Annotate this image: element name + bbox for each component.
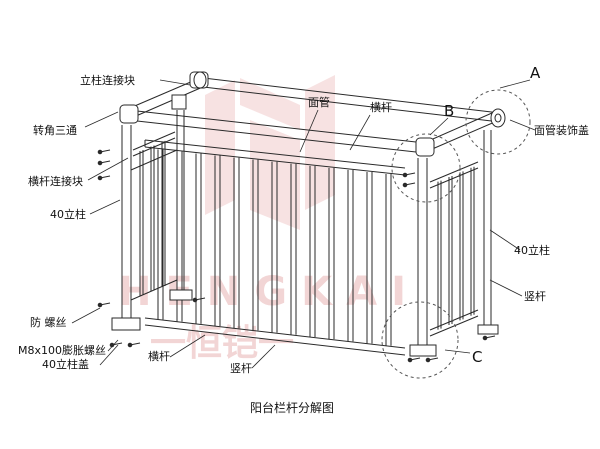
label-corner-tee: 转角三通 — [33, 123, 77, 137]
label-detail-c: C — [472, 348, 482, 366]
corner-tee-left — [119, 71, 209, 124]
watermark-logo — [205, 75, 335, 230]
front-vertical-bar — [195, 153, 202, 324]
detail-circles — [381, 89, 531, 379]
label-post-cap: 40立柱盖 — [42, 357, 89, 371]
left-side-vertical-bar — [161, 140, 166, 287]
detail-circle-a — [465, 89, 531, 155]
side-vertical-bar — [437, 180, 442, 330]
base-plate-right-back — [477, 324, 499, 335]
base-plate-left-front — [111, 317, 141, 331]
watermark-brand: HENGKAI — [118, 269, 420, 315]
front-top-crossbar — [144, 139, 406, 176]
labels: 立柱连接块 转角三通 横杆连接块 40立柱 防 螺丝 M8x100膨胀螺丝 40… — [18, 64, 589, 375]
front-vertical-bar — [271, 161, 278, 333]
right-posts — [417, 130, 492, 345]
screw — [402, 172, 416, 178]
screw — [97, 175, 111, 181]
leader-lines — [71, 79, 536, 369]
front-vertical-bar — [157, 149, 164, 320]
screw — [127, 342, 141, 348]
detail-circle-b — [391, 133, 461, 203]
front-vertical-bar — [252, 159, 259, 331]
front-vertical-bar — [347, 169, 354, 342]
label-anti-thread: 防 螺丝 — [30, 315, 67, 329]
front-vertical-bar — [309, 165, 316, 337]
post-connector — [171, 94, 187, 110]
detail-circle-c — [381, 301, 459, 379]
label-detail-a: A — [530, 64, 541, 82]
screw — [97, 149, 111, 155]
label-post-40-right: 40立柱 — [514, 243, 550, 257]
label-rail-connector: 横杆连接块 — [28, 174, 83, 188]
label-pipe-cap: 面管装饰盖 — [534, 123, 589, 137]
label-crossbar-top: 横杆 — [370, 100, 392, 114]
front-vertical-bar — [328, 167, 335, 340]
side-vertical-bar — [470, 166, 475, 316]
diagram-caption: 阳台栏杆分解图 — [250, 400, 334, 415]
screw — [402, 182, 416, 188]
right-side-panel — [429, 161, 479, 337]
screws — [97, 149, 496, 363]
front-vertical-bar — [290, 163, 297, 335]
corner-tee-right — [415, 108, 506, 157]
screw — [407, 357, 421, 363]
front-vertical-bar — [214, 155, 221, 327]
label-expansion-screw: M8x100膨胀螺丝 — [18, 343, 106, 357]
side-vertical-bar — [448, 176, 453, 326]
screw — [425, 357, 439, 363]
left-side-vertical-bar — [150, 145, 155, 292]
front-vertical-bars — [157, 149, 392, 346]
screw — [97, 160, 111, 166]
front-vertical-bar — [385, 174, 392, 346]
left-side-vertical-bar — [139, 150, 144, 297]
label-crossbar-bottom: 横杆 — [148, 349, 170, 363]
base-plates — [111, 289, 499, 357]
watermark-brand-cn: 一恒铠一 — [150, 323, 294, 364]
front-vertical-bar — [233, 157, 240, 329]
label-post-connector: 立柱连接块 — [80, 73, 135, 87]
railing-drawing — [71, 71, 536, 379]
base-plate-left-back — [169, 289, 193, 301]
screw — [192, 297, 206, 303]
base-plate-right-front — [409, 344, 437, 357]
screw — [97, 302, 111, 308]
front-bottom-crossbar — [144, 317, 406, 356]
front-vertical-bar — [366, 171, 373, 344]
screw — [482, 335, 496, 341]
side-vertical-bar — [459, 171, 464, 321]
label-top-pipe: 面管 — [308, 95, 330, 109]
left-side-panel — [132, 131, 176, 297]
label-post-40-left: 40立柱 — [50, 207, 86, 221]
side-vertical-bars — [437, 166, 475, 330]
label-detail-b: B — [444, 102, 454, 120]
watermark: HENGKAI 一恒铠一 — [118, 75, 420, 364]
label-vertical-right: 竖杆 — [524, 289, 546, 303]
left-side-vertical-bars — [139, 140, 166, 297]
top-pipe — [127, 76, 501, 154]
label-vertical-bottom: 竖杆 — [230, 361, 252, 375]
